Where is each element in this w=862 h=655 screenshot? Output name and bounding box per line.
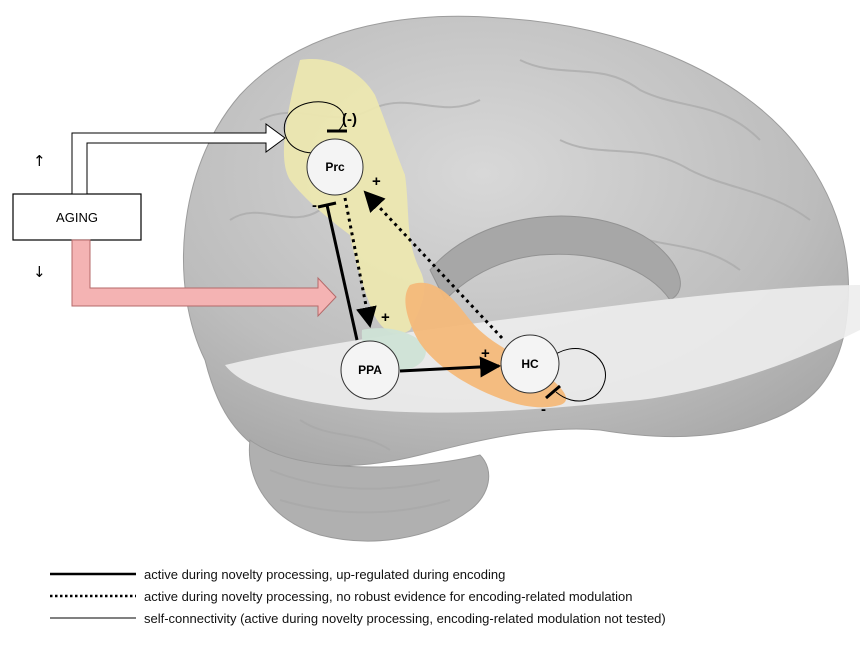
ppa-node: PPA	[341, 341, 399, 399]
legend-swatch-solid-thin	[50, 607, 136, 629]
prc-to-ppa-start-sign: -	[312, 197, 317, 214]
legend-text-dotted: active during novelty processing, no rob…	[144, 589, 633, 604]
legend-row-solid-thin: self-connectivity (active during novelty…	[50, 607, 850, 629]
legend-text-solid-thick: active during novelty processing, up-reg…	[144, 567, 505, 582]
brain-illustration	[183, 16, 860, 541]
hc-node: HC	[501, 335, 559, 393]
legend-swatch-solid-thick	[50, 563, 136, 585]
prc-self-sign: (-)	[342, 111, 357, 128]
legend: active during novelty processing, up-reg…	[50, 563, 850, 629]
prc-node-label: Prc	[325, 160, 345, 174]
legend-row-dotted: active during novelty processing, no rob…	[50, 585, 850, 607]
ppa-node-label: PPA	[358, 363, 382, 377]
legend-text-solid-thin: self-connectivity (active during novelty…	[144, 611, 666, 626]
aging-up-symbol: ↑	[33, 152, 46, 170]
aging-down-symbol: ↓	[33, 263, 46, 281]
prc-from-hc-sign: +	[372, 173, 381, 190]
prc-node: Prc	[307, 139, 363, 195]
hc-self-sign: -	[541, 401, 546, 418]
legend-row-solid-thick: active during novelty processing, up-reg…	[50, 563, 850, 585]
hc-node-label: HC	[521, 357, 539, 371]
hc-from-ppa-sign: +	[481, 345, 490, 362]
aging-label: AGING	[56, 210, 98, 225]
legend-swatch-dotted	[50, 585, 136, 607]
ppa-top-sign: +	[381, 309, 390, 326]
